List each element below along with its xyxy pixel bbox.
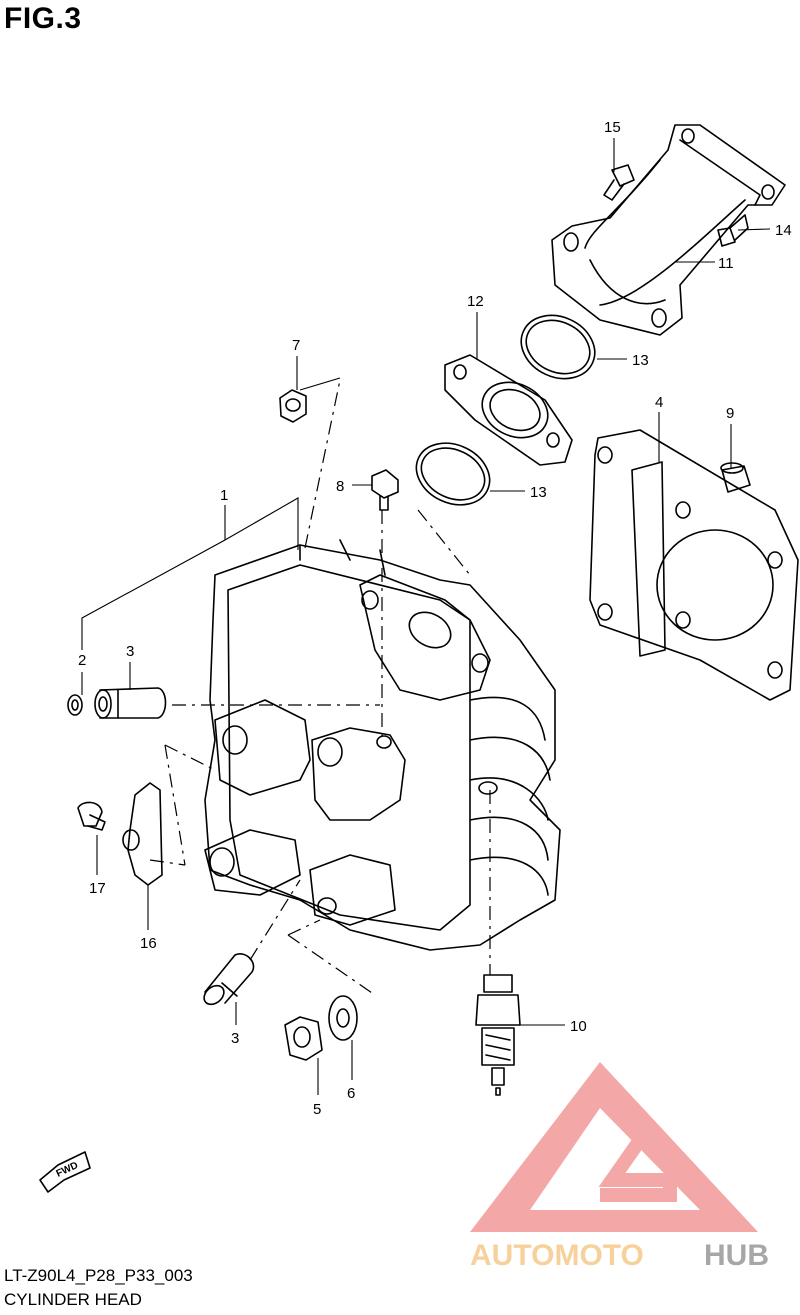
automotohub-logo: AUTOMOTO HUB	[470, 1062, 769, 1272]
callout-17: 17	[89, 880, 106, 897]
callout-14: 14	[775, 222, 792, 239]
part-15-bolt	[603, 164, 635, 201]
part-7-cap-nut	[279, 389, 307, 423]
callout-8: 8	[336, 478, 344, 495]
callout-7: 7	[292, 337, 300, 354]
callout-15: 15	[604, 119, 621, 136]
figure-caption: CYLINDER HEAD	[4, 1290, 142, 1309]
part-11-intake-pipe	[551, 124, 786, 336]
part-9-dowel-pin	[720, 462, 751, 493]
callout-11: 11	[718, 255, 734, 272]
assembly-center-lines	[149, 377, 491, 996]
callout-12: 12	[467, 293, 484, 310]
part-13-o-ring-upper	[520, 314, 596, 380]
part-4-head-gasket	[589, 429, 799, 701]
part-3-dowel-pin-upper	[94, 687, 167, 719]
part-5-nut	[284, 1016, 323, 1061]
callout-9: 9	[726, 405, 734, 422]
part-3-dowel-pin-lower	[203, 953, 255, 1006]
callout-2: 2	[78, 652, 86, 669]
logo-text-hub: HUB	[704, 1239, 769, 1272]
part-1-cylinder-head	[204, 539, 561, 951]
part-6-washer	[328, 995, 358, 1041]
part-8-bolt	[371, 469, 399, 511]
figure-title: FIG.3	[4, 2, 82, 35]
callout-4: 4	[655, 394, 663, 411]
logo-g-mark	[598, 1135, 677, 1202]
part-16-plate	[122, 782, 163, 886]
callout-16: 16	[140, 935, 157, 952]
logo-text-automoto: AUTOMOTO	[470, 1239, 644, 1272]
callout-13-lower: 13	[530, 484, 547, 501]
part-13-o-ring-lower	[415, 442, 491, 506]
callout-5: 5	[313, 1101, 321, 1118]
callout-1: 1	[220, 487, 228, 504]
part-2-washer	[67, 694, 83, 716]
fwd-label: FWD	[55, 1160, 80, 1180]
callout-10: 10	[570, 1018, 587, 1035]
drawing-code: LT-Z90L4_P28_P33_003	[4, 1266, 193, 1285]
part-12-insulator	[444, 354, 573, 466]
callout-3-upper: 3	[126, 643, 134, 660]
part-10-spark-plug	[475, 974, 521, 1096]
callout-13-upper: 13	[632, 352, 649, 369]
part-17-screw	[77, 801, 106, 831]
fwd-arrow-icon: FWD	[39, 1151, 91, 1193]
callout-leaders	[81, 138, 771, 1095]
callout-6: 6	[347, 1085, 355, 1102]
callout-3-lower: 3	[231, 1030, 239, 1047]
callout-numbers: 1 2 3 3 4 5 6 7 8 9 10 11 12 13 13 14 15…	[78, 119, 792, 1118]
logo-triangle	[470, 1062, 758, 1232]
